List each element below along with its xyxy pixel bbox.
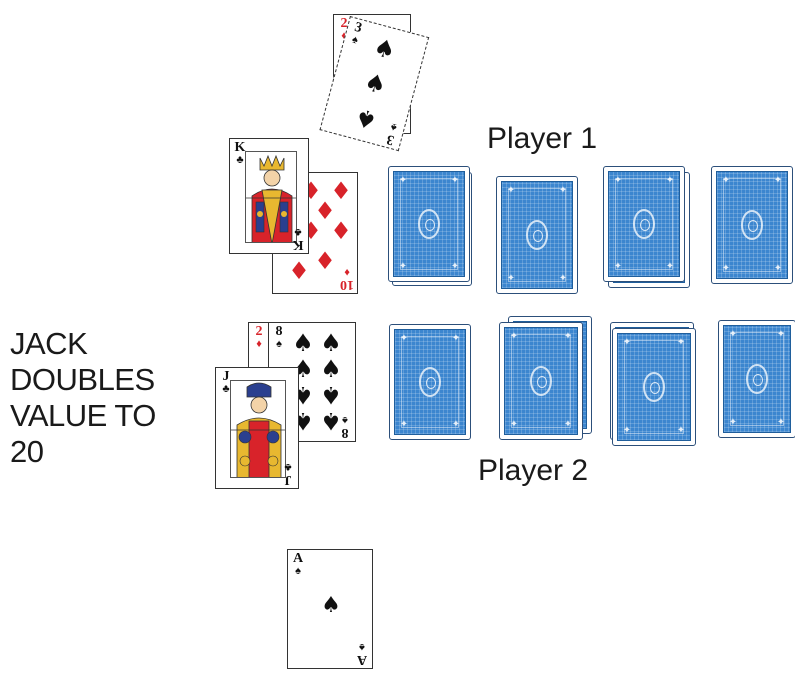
player-2-label: Player 2 bbox=[478, 456, 588, 486]
note-line-2: DOUBLES bbox=[10, 362, 200, 398]
card-index-bottom: 8♠ bbox=[338, 414, 352, 439]
note-line-3: VALUE TO bbox=[10, 398, 200, 434]
card-index: 8♠ bbox=[272, 325, 286, 350]
diamond-icon: ♦ bbox=[329, 219, 353, 243]
card-index-bottom: 10♦ bbox=[340, 266, 354, 291]
spade-icon: ♠ bbox=[319, 331, 343, 355]
player-2-card-3-back[interactable]: ✦✦✦✦ bbox=[612, 328, 696, 446]
player-1-card-4-back[interactable]: ✦✦✦✦ bbox=[711, 166, 793, 284]
spade-icon: ♠ bbox=[319, 383, 343, 407]
player-2-card-4-back[interactable]: ✦✦✦✦ bbox=[718, 320, 795, 438]
diamond-icon: ♦ bbox=[287, 259, 311, 283]
note-line-1: JACK bbox=[10, 326, 200, 362]
note-line-4: 20 bbox=[10, 434, 200, 470]
spade-icon: ♠ bbox=[319, 594, 343, 618]
card-index: 3♠ bbox=[347, 20, 367, 48]
spade-icon: ♠ bbox=[370, 34, 399, 63]
card-index-bottom: K♣ bbox=[291, 226, 305, 251]
spade-icon: ♠ bbox=[351, 104, 380, 133]
card-index-bottom: 3♠ bbox=[382, 119, 402, 147]
card-index: A♠ bbox=[291, 552, 305, 577]
player-1-card-3-back[interactable]: ✦✦✦✦ bbox=[603, 166, 685, 282]
player-2-card-1-back[interactable]: ✦✦✦✦ bbox=[389, 324, 471, 440]
card-ace-of-spades[interactable]: A♠ ♠ A♠ bbox=[287, 549, 373, 669]
player-2-card-2-back[interactable]: ✦✦✦✦ bbox=[499, 322, 583, 440]
spade-icon: ♠ bbox=[291, 331, 315, 355]
diamond-icon: ♦ bbox=[313, 249, 337, 273]
king-portrait bbox=[245, 151, 297, 243]
card-king-of-clubs[interactable]: K♣ K♣ bbox=[229, 138, 309, 254]
jack-portrait bbox=[230, 380, 286, 478]
card-index-bottom: J♣ bbox=[281, 461, 295, 486]
card-index-bottom: A♠ bbox=[355, 641, 369, 666]
card-jack-of-clubs[interactable]: J♣ J♣ bbox=[215, 367, 299, 489]
player-1-card-1-back-top[interactable]: ✦✦✦✦ bbox=[388, 166, 470, 282]
spade-icon: ♠ bbox=[319, 357, 343, 381]
card-index: 2♦ bbox=[252, 325, 266, 350]
player-1-label: Player 1 bbox=[487, 124, 597, 154]
jack-rule-note: JACK DOUBLES VALUE TO 20 bbox=[10, 326, 200, 470]
spade-icon: ♠ bbox=[361, 69, 390, 98]
player-1-card-2-back[interactable]: ✦✦✦✦ bbox=[496, 176, 578, 294]
